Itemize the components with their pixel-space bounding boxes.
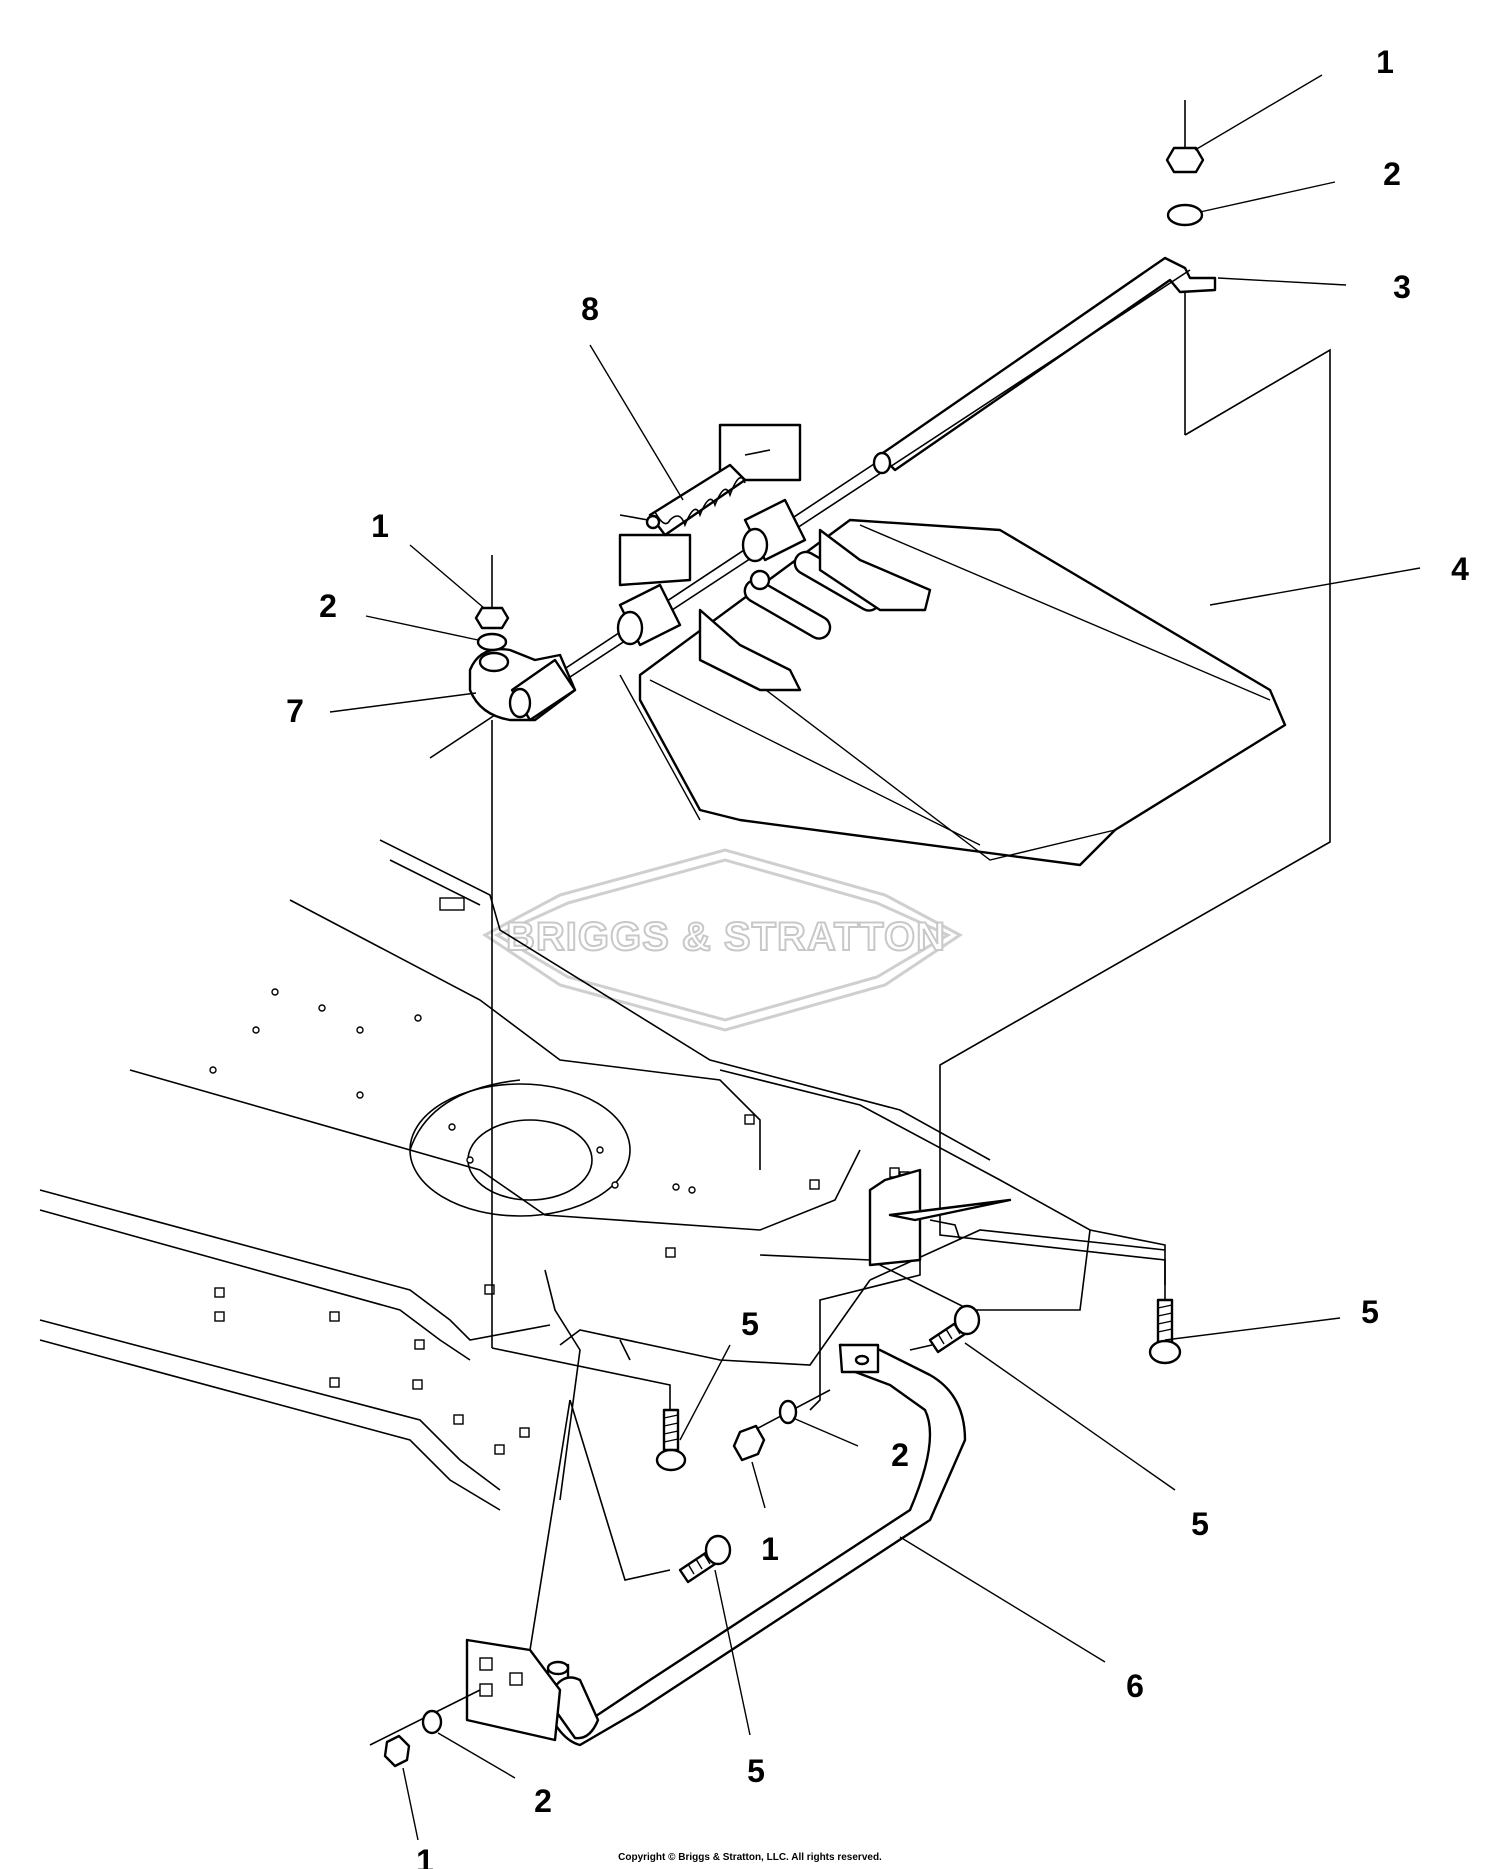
callout-nut-center: 1: [761, 1531, 779, 1567]
callout-nut-top-left: 1: [371, 508, 389, 544]
left-top-hardware: [474, 555, 671, 1410]
callout-washer-top-left: 2: [319, 588, 337, 624]
bolt-icon: [655, 1408, 687, 1472]
washer-icon: [778, 1399, 798, 1425]
support-rod: [543, 1343, 967, 1747]
hinge-bracket: [468, 648, 577, 722]
hex-nut-icon: [383, 1734, 411, 1768]
lower-left-hardware: [369, 1689, 481, 1768]
callout-washer-center: 2: [891, 1437, 909, 1473]
washer-icon: [421, 1709, 443, 1735]
rear-bracket: [809, 1168, 1012, 1411]
hex-nut-icon: [1165, 146, 1205, 174]
right-top-hardware: [939, 100, 1331, 1300]
hex-nut-icon: [732, 1424, 766, 1462]
callouts: 1 2 3 8 1 2 7 4 5 5 2 1 5 6 5 1 2: [286, 44, 1469, 1869]
washer-icon: [1166, 203, 1204, 227]
leader-lines: [329, 74, 1421, 1841]
callout-nut-lower-left: 1: [416, 1843, 434, 1869]
bolt-icon: [678, 1534, 732, 1584]
callout-hinge-bracket: 7: [286, 693, 304, 729]
callout-pivot-rod: 3: [1393, 269, 1411, 305]
bolt-icon: [1148, 1298, 1182, 1365]
bolt-icon: [909, 1304, 981, 1354]
watermark-logo: BRIGGS & STRATTON: [482, 848, 963, 1032]
center-hardware: [732, 1389, 831, 1462]
spring: [618, 423, 802, 587]
callout-nut-top-right: 1: [1376, 44, 1394, 80]
callout-support-rod: 6: [1126, 1668, 1144, 1704]
hex-nut-icon: [474, 606, 510, 630]
bushings: [616, 498, 807, 647]
callout-washer-top-right: 2: [1383, 156, 1401, 192]
callout-spring: 8: [581, 291, 599, 327]
copyright-notice: Copyright © Briggs & Stratton, LLC. All …: [618, 1852, 882, 1863]
callout-washer-lower-left: 2: [534, 1783, 552, 1819]
callout-bolt-rod: 5: [1191, 1506, 1209, 1542]
washer-icon: [476, 632, 508, 652]
callout-bolt-lower: 5: [747, 1753, 765, 1789]
chute-deflector: [619, 518, 1287, 867]
bolts: [655, 1298, 1182, 1584]
front-bracket: [465, 1399, 671, 1742]
watermark-text: BRIGGS & STRATTON: [506, 915, 946, 959]
callout-chute-deflector: 4: [1451, 551, 1469, 587]
callout-bolt-center: 5: [741, 1306, 759, 1342]
tractor-frame: [39, 839, 1166, 1511]
callout-bolt-right: 5: [1361, 1294, 1379, 1330]
